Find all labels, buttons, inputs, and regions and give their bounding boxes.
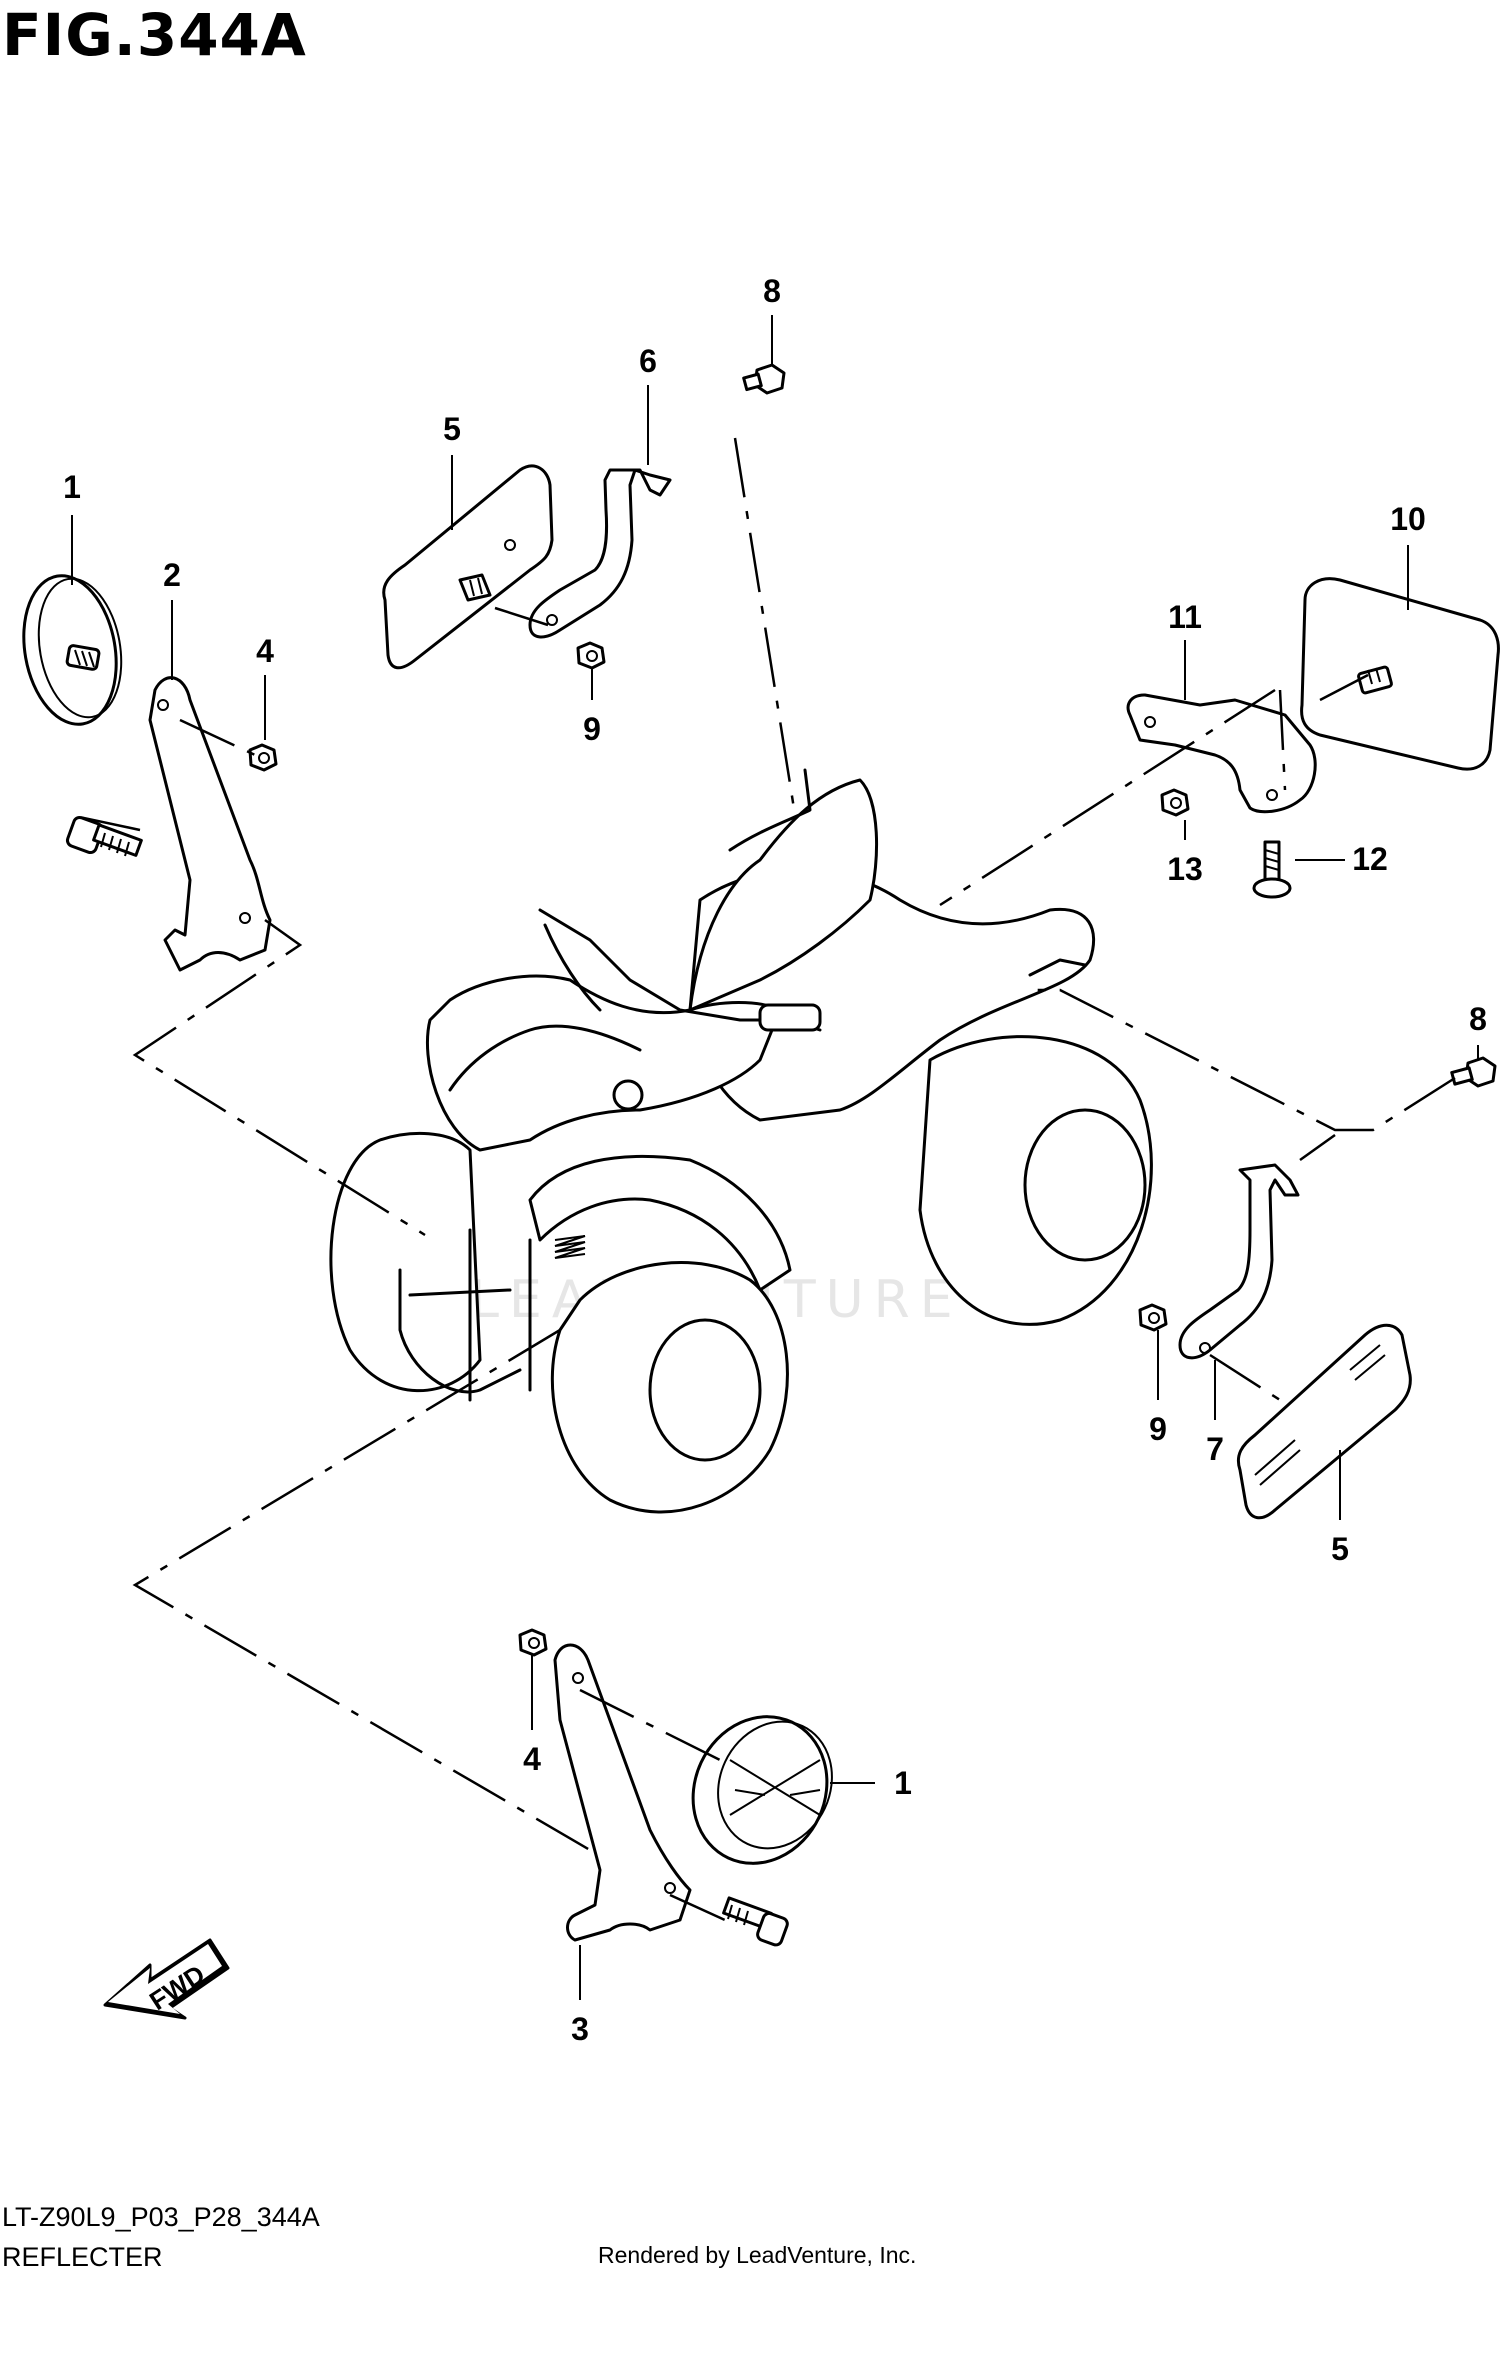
callout-label: 5 [443,411,461,447]
nut-icon [248,743,278,772]
figure-title: FIG.344A [2,1,307,69]
bracket-icon [148,676,272,972]
callout-label: 7 [1206,1431,1224,1467]
bolt-icon-4 [722,1896,789,1947]
rect-reflector-icon-2 [1236,1323,1412,1520]
callout-numbers: 1 2 4 5 6 8 9 10 11 13 12 8 9 7 5 4 1 3 [63,273,1487,2047]
callout-label: 13 [1167,851,1203,887]
fwd-arrow-icon: FWD [103,1938,230,2020]
bracket-side-right-icon [1178,1163,1300,1360]
callout-label: 1 [894,1765,912,1801]
callout-label: 12 [1352,841,1388,877]
callout-label: 9 [583,711,601,747]
bolt-icon-2 [742,363,786,395]
callout-label: 5 [1331,1531,1349,1567]
round-reflector-icon [22,574,123,726]
atv-body-icon [329,768,1153,1514]
callout-label: 4 [256,633,274,669]
bracket-side-icon [528,468,672,639]
figure-code: LT-Z90L9_P03_P28_344A [2,2202,320,2232]
callout-label: 1 [63,469,81,505]
callout-label: 8 [763,273,781,309]
callout-label: 2 [163,557,181,593]
callout-label: 4 [523,1741,541,1777]
bolt-icon-3 [1450,1056,1497,1088]
round-reflector-icon-2 [691,1715,833,1865]
render-credit: Rendered by LeadVenture, Inc. [598,2242,917,2268]
bracket-icon-2 [553,1643,692,1942]
callout-label: 3 [571,2011,589,2047]
leader-lines [69,315,1479,2000]
screw-icon [1252,840,1292,899]
figure-name: REFLECTER [2,2242,163,2272]
callout-label: 11 [1168,599,1202,635]
bolt-icon [65,815,143,857]
callout-label: 6 [639,343,657,379]
nut-icon-2 [576,641,606,670]
nut-icon-5 [518,1628,548,1657]
nut-icon-4 [1138,1303,1168,1332]
callout-label: 9 [1149,1411,1167,1447]
rect-reflector-icon [382,464,554,670]
nut-icon-3 [1160,788,1190,817]
bracket-rear-icon [1126,693,1317,814]
callout-label: 8 [1469,1001,1487,1037]
callout-label: 10 [1390,501,1426,537]
rear-reflector-icon [1300,577,1500,771]
